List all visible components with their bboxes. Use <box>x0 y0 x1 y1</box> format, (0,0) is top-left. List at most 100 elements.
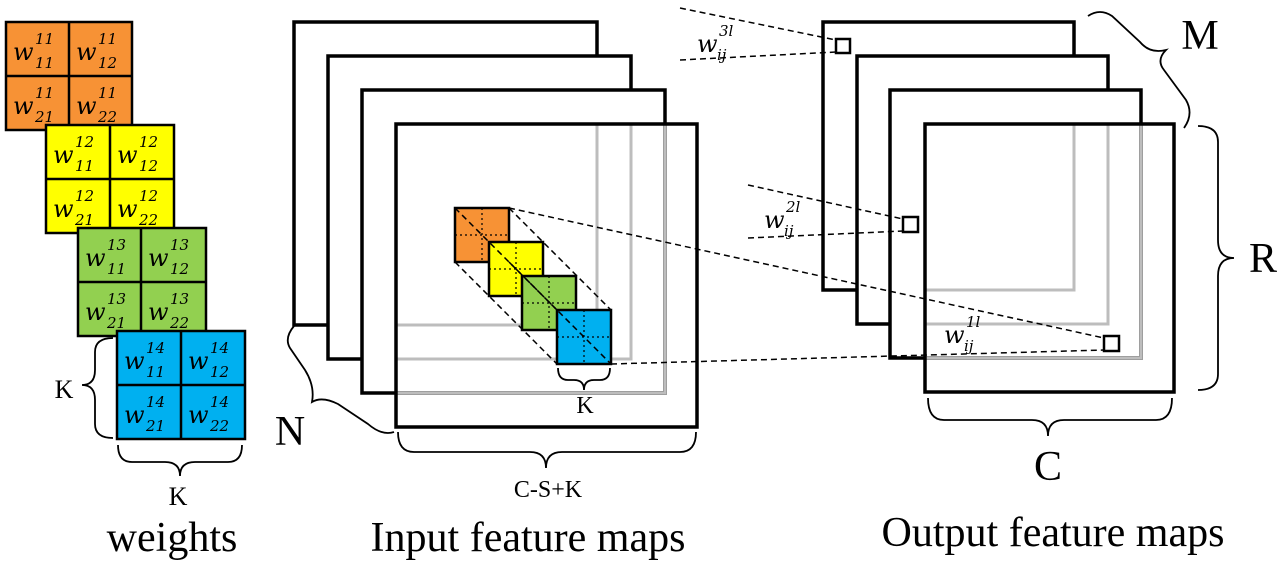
weight-superscript: 14 <box>210 393 229 411</box>
weight-subscript: 21 <box>145 417 165 435</box>
weight-superscript: 13 <box>107 236 126 254</box>
weight-superscript: 11 <box>98 30 117 48</box>
weight-subscript: 21 <box>34 108 54 126</box>
weight-kernel-1 <box>4 20 134 132</box>
weight-superscript: 13 <box>170 236 189 254</box>
weight-superscript: 14 <box>210 339 229 357</box>
svg-text:1l: 1l <box>966 313 981 331</box>
output-c-label: C <box>1034 444 1062 490</box>
svg-text:ij: ij <box>717 46 727 64</box>
weight-symbol: w <box>85 298 106 326</box>
weight-symbol: w <box>13 92 34 120</box>
weight-superscript: 12 <box>139 133 158 151</box>
output-pixel-1 <box>1102 334 1121 353</box>
weight-subscript: 11 <box>35 54 54 72</box>
output-r-label: R <box>1249 236 1277 282</box>
weight-subscript: 22 <box>97 108 117 126</box>
output-c-brace <box>927 397 1173 437</box>
weight-subscript: 11 <box>146 363 165 381</box>
input-map-1 <box>394 122 699 429</box>
input-n-brace <box>286 325 395 434</box>
weight-symbol: w <box>53 195 74 223</box>
weight-superscript: 12 <box>75 187 94 205</box>
output-m-label: M <box>1181 13 1218 59</box>
output-weight-label-2: w 2l ij <box>764 198 801 240</box>
output-m-brace <box>1087 11 1191 129</box>
weight-superscript: 11 <box>35 30 54 48</box>
output-map-2 <box>888 88 1143 360</box>
weight-subscript: 21 <box>74 211 94 229</box>
output-caption: Output feature maps <box>882 510 1225 556</box>
weight-symbol: w <box>117 141 138 169</box>
weights-caption: weights <box>107 515 238 561</box>
weight-superscript: 14 <box>146 393 165 411</box>
weights-side-brace <box>81 337 114 439</box>
input-caption: Input feature maps <box>371 515 686 561</box>
weight-subscript: 12 <box>210 363 229 381</box>
weight-kernel-3 <box>76 226 208 338</box>
weight-superscript: 11 <box>35 84 54 102</box>
weight-superscript: 13 <box>170 290 189 308</box>
output-r-brace <box>1197 125 1235 391</box>
weight-subscript: 22 <box>209 417 229 435</box>
weights-bottom-brace <box>117 444 243 477</box>
weight-symbol: w <box>148 298 169 326</box>
output-pixel-2 <box>901 215 920 234</box>
input-width-label: C-S+K <box>514 477 583 503</box>
input-width-brace <box>397 431 697 469</box>
weight-subscript: 12 <box>139 157 158 175</box>
weight-subscript: 22 <box>138 211 158 229</box>
weights-k-bottom-label: K <box>169 482 188 511</box>
weight-symbol: w <box>76 92 97 120</box>
input-kernel-brace <box>557 367 611 391</box>
input-kernel-k-label: K <box>576 393 594 419</box>
input-kernel-tiles <box>453 206 613 366</box>
output-pixel-3 <box>834 37 852 55</box>
weight-superscript: 12 <box>75 133 94 151</box>
weight-symbol: w <box>85 244 106 272</box>
svg-text:w: w <box>697 30 718 58</box>
input-n-label: N <box>275 409 305 455</box>
output-weight-label-3: w 3l ij <box>697 22 734 64</box>
weight-kernel-4 <box>115 329 247 441</box>
weight-subscript: 21 <box>106 314 126 332</box>
weight-symbol: w <box>13 38 34 66</box>
output-feature-map-stack <box>821 20 1176 394</box>
weight-subscript: 11 <box>107 260 126 278</box>
weight-superscript: 11 <box>98 84 117 102</box>
output-map-1 <box>923 122 1176 394</box>
weight-symbol: w <box>148 244 169 272</box>
output-weight-label-1: w 1l ij <box>944 313 981 355</box>
svg-text:3l: 3l <box>719 22 734 40</box>
svg-text:ij: ij <box>784 222 794 240</box>
weight-symbol: w <box>124 401 145 429</box>
svg-text:w: w <box>944 321 965 349</box>
weight-symbol: w <box>117 195 138 223</box>
projection-lines <box>508 7 1105 365</box>
weight-superscript: 13 <box>107 290 126 308</box>
weight-kernel-2 <box>44 123 176 235</box>
svg-text:w: w <box>764 206 785 234</box>
weight-subscript: 22 <box>169 314 189 332</box>
weight-superscript: 12 <box>139 187 158 205</box>
weight-symbol: w <box>188 401 209 429</box>
svg-text:2l: 2l <box>785 198 801 216</box>
svg-text:ij: ij <box>964 337 974 355</box>
